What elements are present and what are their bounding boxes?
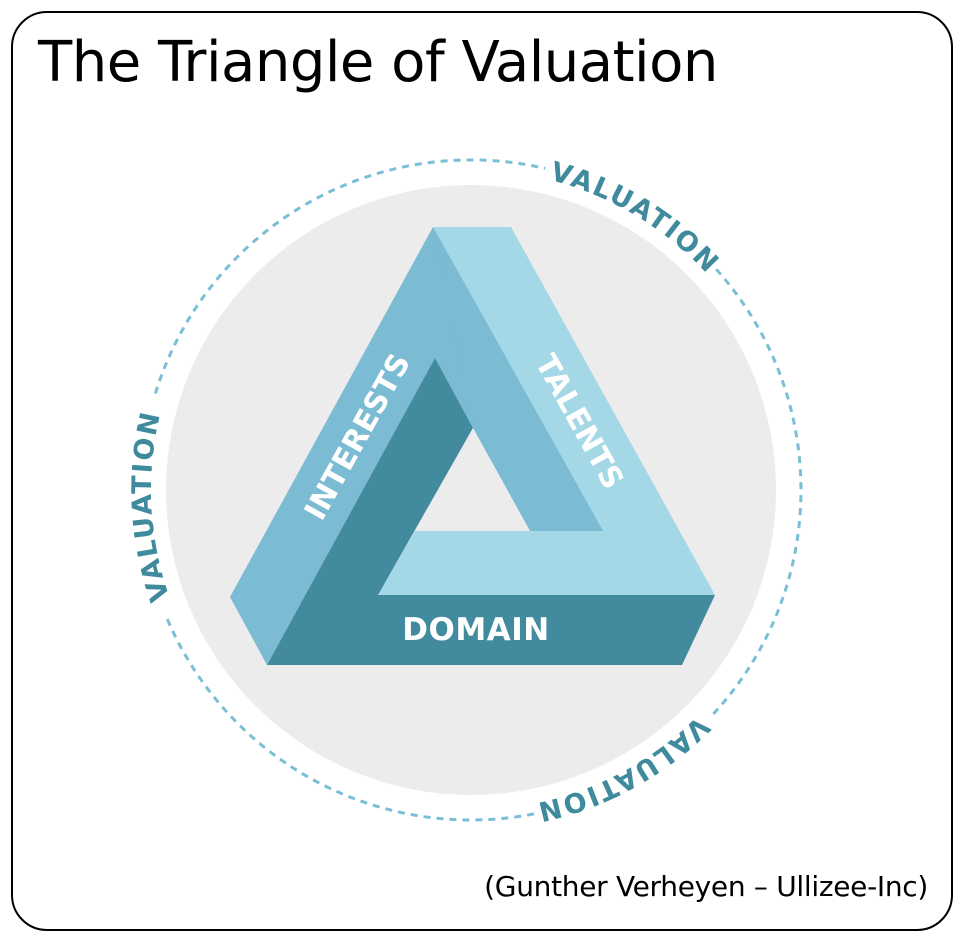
talents-inner-face	[433, 227, 603, 531]
credit-caption: (Gunther Verheyen – Ullizee-Inc)	[484, 870, 928, 903]
page-title: The Triangle of Valuation	[38, 30, 718, 95]
penrose-triangle	[230, 227, 715, 665]
valuation-ring	[153, 158, 803, 822]
talents-face	[378, 227, 715, 595]
domain-label: DOMAIN	[402, 612, 549, 648]
triangle-hole	[415, 428, 530, 531]
domain-inner-face	[267, 358, 715, 665]
